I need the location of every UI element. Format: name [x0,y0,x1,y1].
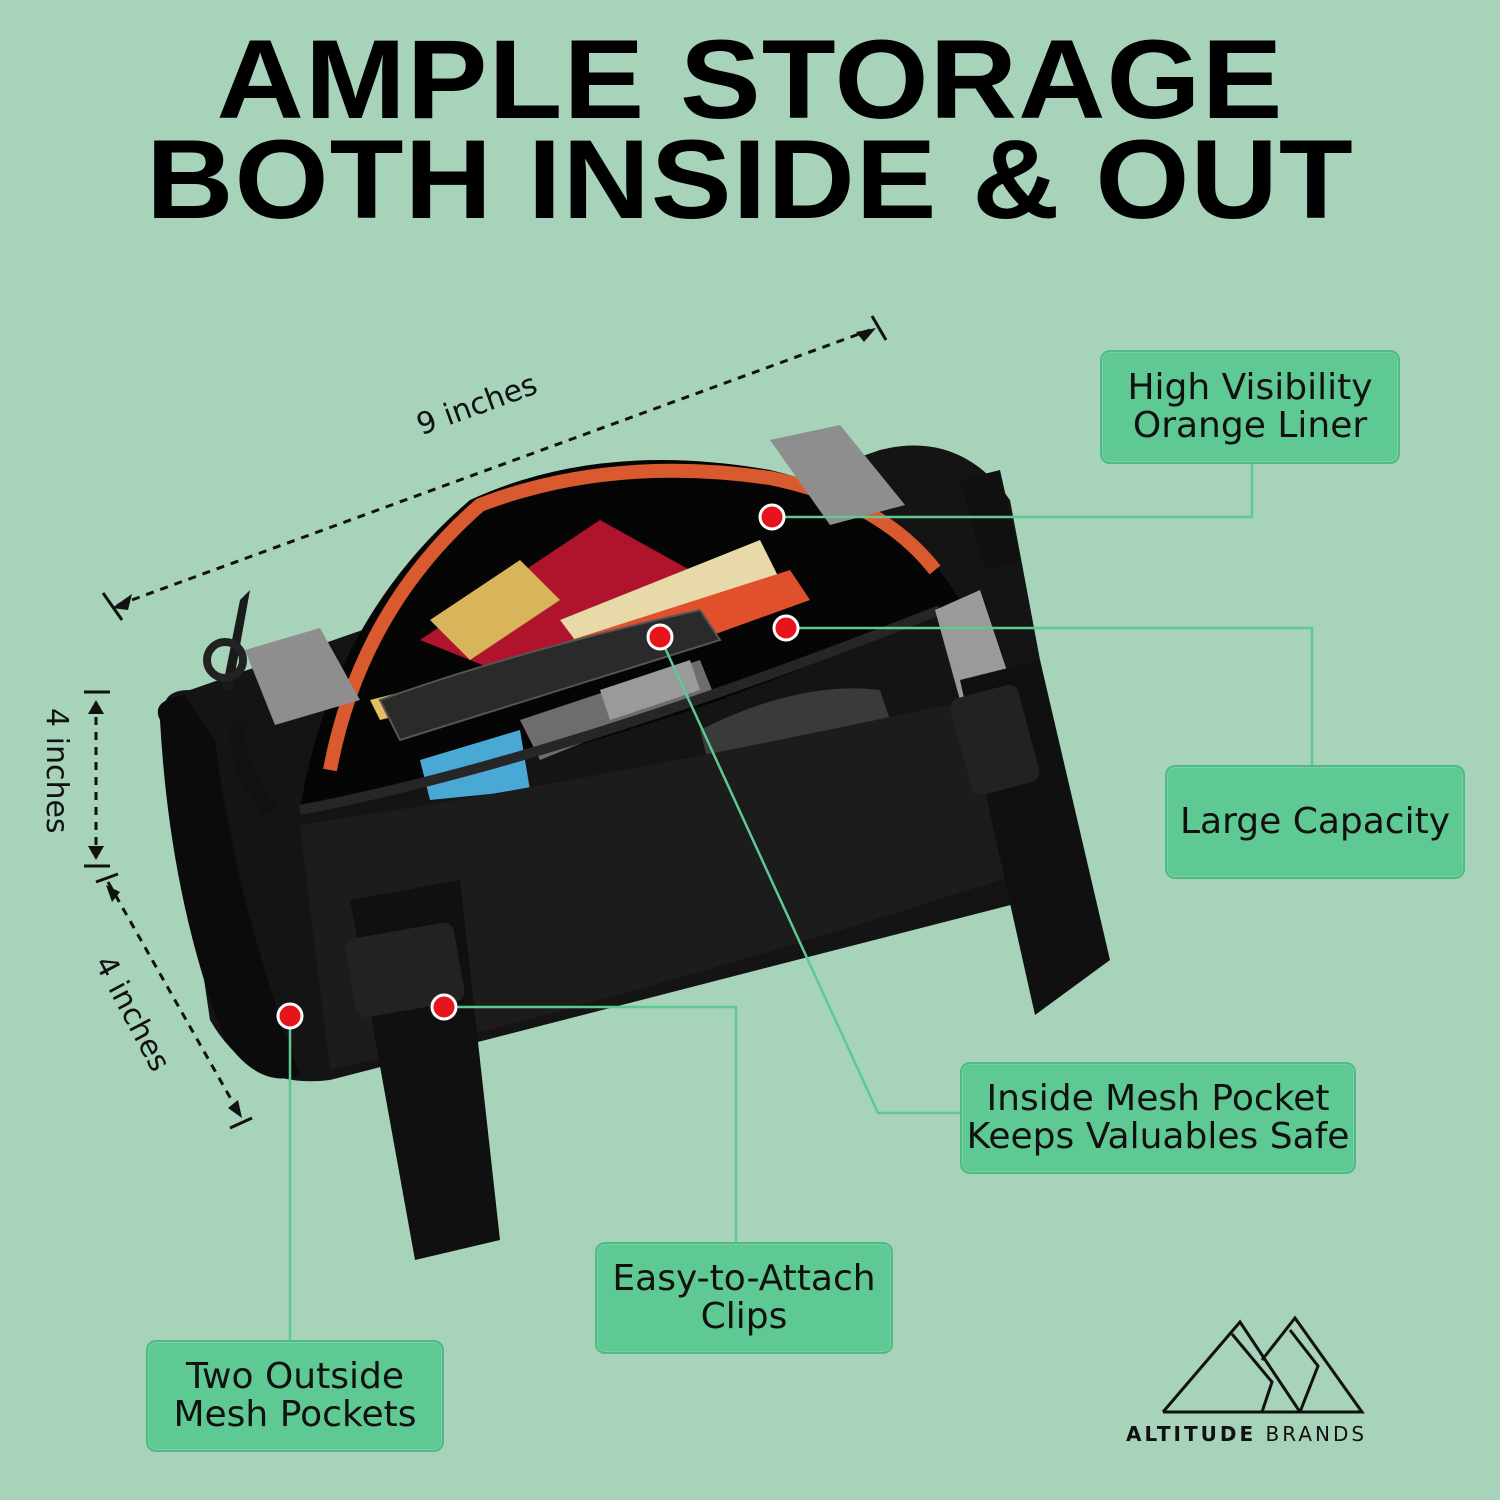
callout-outside-mesh-pockets: Two Outside Mesh Pockets [146,1340,444,1452]
callout-inside-mesh-line-1: Inside Mesh Pocket [986,1078,1330,1119]
brand-name: ALTITUDE BRANDS [1126,1422,1367,1446]
brand-name-bold: ALTITUDE [1126,1422,1257,1446]
callout-easy-attach-clips: Easy-to-Attach Clips [595,1242,893,1354]
callout-large-capacity: Large Capacity [1165,765,1465,879]
dimension-arrows [84,315,888,1130]
marker-capacity [772,614,800,642]
marker-liner [758,503,786,531]
arrow-heads [88,328,876,1118]
callout-orange-liner-line-2: Orange Liner [1132,405,1368,446]
headline-line-2: BOTH INSIDE & OUT [146,117,1354,242]
feature-markers [276,503,800,1030]
callout-orange-liner-line-1: High Visibility [1127,367,1373,408]
callout-orange-liner: High Visibility Orange Liner [1100,350,1400,464]
callout-large-capacity-text: Large Capacity [1179,801,1451,842]
callout-inside-mesh-pocket: Inside Mesh Pocket Keeps Valuables Safe [960,1062,1356,1174]
height-label: 4 inches [39,708,74,834]
brand-name-rest: BRANDS [1256,1422,1368,1446]
brand-logo-mountains-icon [1161,1315,1365,1414]
leader-lines [288,462,1314,1340]
callout-inside-mesh-line-2: Keeps Valuables Safe [966,1116,1350,1157]
callout-outside-mesh-line-1: Two Outside [186,1356,404,1397]
callout-clips-line-2: Clips [700,1296,788,1337]
marker-outside-mesh [276,1002,304,1030]
callout-outside-mesh-line-2: Mesh Pockets [173,1394,417,1435]
marker-inside-mesh [646,623,674,651]
bag-image [157,425,1110,1260]
headline: AMPLE STORAGE BOTH INSIDE & OUT [0,17,1500,242]
callout-clips-line-1: Easy-to-Attach [612,1258,876,1299]
marker-clips [430,993,458,1021]
headline-line-1: AMPLE STORAGE [216,17,1284,142]
